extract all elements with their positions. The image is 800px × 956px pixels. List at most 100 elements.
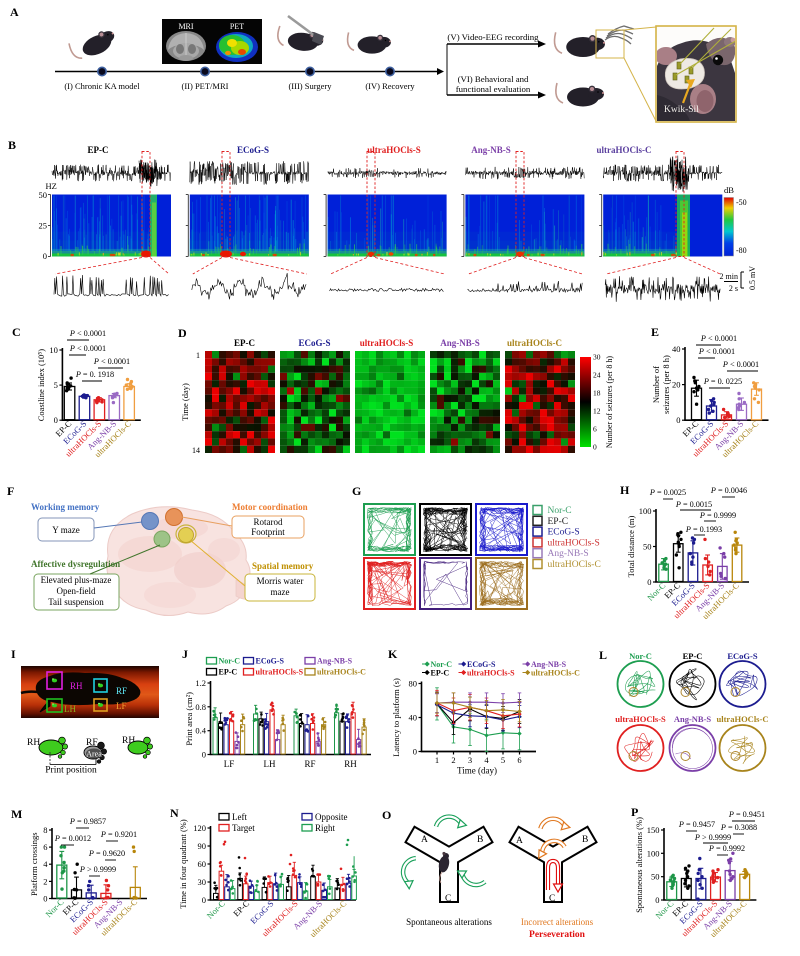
svg-text:Opposite: Opposite xyxy=(315,812,348,822)
svg-text:Print position: Print position xyxy=(45,766,97,776)
svg-text:4: 4 xyxy=(484,755,489,765)
svg-text:RH: RH xyxy=(122,736,135,746)
svg-text:(I) Chronic KA model: (I) Chronic KA model xyxy=(64,81,140,91)
svg-text:(V) Video-EEG recording: (V) Video-EEG recording xyxy=(447,32,539,42)
svg-text:P = 0.1993: P = 0.1993 xyxy=(685,525,722,534)
svg-text:RH: RH xyxy=(70,681,83,691)
svg-text:P = 0.9620: P = 0.9620 xyxy=(88,849,125,858)
svg-text:I: I xyxy=(11,647,16,661)
svg-text:RF: RF xyxy=(304,759,315,769)
svg-text:40: 40 xyxy=(409,713,418,723)
svg-text:P = 0.0012: P = 0.0012 xyxy=(54,834,91,843)
svg-text:ECoG-S: ECoG-S xyxy=(237,145,269,155)
svg-text:P < 0.0001: P < 0.0001 xyxy=(722,360,759,369)
svg-text:P > 0.9999: P > 0.9999 xyxy=(694,833,731,842)
svg-text:18: 18 xyxy=(593,389,601,398)
svg-text:ultraHOCls-S: ultraHOCls-S xyxy=(360,338,414,348)
svg-text:ultraHOCls-C: ultraHOCls-C xyxy=(317,668,366,677)
svg-text:P = 0.9201: P = 0.9201 xyxy=(100,830,137,839)
svg-text:G: G xyxy=(352,484,361,498)
svg-text:ultraHOCls-C: ultraHOCls-C xyxy=(531,669,580,678)
svg-text:1: 1 xyxy=(196,351,200,360)
svg-text:Morris water: Morris water xyxy=(257,576,304,586)
svg-text:N: N xyxy=(170,806,179,820)
svg-text:Spatial memory: Spatial memory xyxy=(252,561,314,571)
svg-text:Footprint: Footprint xyxy=(251,527,285,537)
svg-text:0: 0 xyxy=(43,251,47,261)
svg-text:RH: RH xyxy=(344,759,357,769)
svg-text:0: 0 xyxy=(202,750,206,760)
svg-text:150: 150 xyxy=(647,825,660,835)
svg-text:Ang-NB-S: Ang-NB-S xyxy=(471,145,511,155)
svg-text:0: 0 xyxy=(202,895,206,905)
svg-text:Ang-NB-S: Ang-NB-S xyxy=(548,549,589,559)
svg-text:ultraHOCls-C: ultraHOCls-C xyxy=(717,714,769,724)
svg-text:Latency to platform (s): Latency to platform (s) xyxy=(391,678,401,757)
svg-text:Time in four quadrant (%): Time in four quadrant (%) xyxy=(178,819,188,909)
svg-text:40: 40 xyxy=(672,344,681,354)
svg-text:0: 0 xyxy=(647,577,651,587)
svg-text:Nor-C: Nor-C xyxy=(431,660,453,669)
svg-text:Coastline index (10⁵): Coastline index (10⁵) xyxy=(36,349,46,422)
svg-text:F: F xyxy=(7,484,14,498)
svg-text:P = 0.9857: P = 0.9857 xyxy=(69,817,106,826)
svg-text:ultraHOCls-S: ultraHOCls-S xyxy=(548,538,600,548)
svg-text:Area: Area xyxy=(86,750,102,759)
svg-text:Nor-C: Nor-C xyxy=(205,898,228,921)
svg-text:0: 0 xyxy=(593,443,597,452)
svg-text:Open-field: Open-field xyxy=(57,586,96,596)
svg-text:ultraHOCls-S: ultraHOCls-S xyxy=(367,145,421,155)
svg-text:LH: LH xyxy=(64,704,76,714)
svg-text:ultraHOCls-S: ultraHOCls-S xyxy=(615,714,666,724)
svg-text:P = 0.0025: P = 0.0025 xyxy=(649,488,686,497)
svg-text:0: 0 xyxy=(655,895,659,905)
svg-text:functional evaluation: functional evaluation xyxy=(456,84,531,94)
svg-text:50: 50 xyxy=(643,542,652,552)
svg-text:C: C xyxy=(549,894,555,904)
svg-text:Number of: Number of xyxy=(651,366,661,403)
svg-text:Nor-C: Nor-C xyxy=(219,657,241,666)
svg-text:P = 0. 0225: P = 0. 0225 xyxy=(703,377,742,386)
svg-text:B: B xyxy=(477,835,483,845)
svg-text:6: 6 xyxy=(593,425,597,434)
svg-text:1: 1 xyxy=(435,755,439,765)
svg-text:P < 0.0001: P < 0.0001 xyxy=(93,357,130,366)
svg-text:Rotarod: Rotarod xyxy=(254,517,283,527)
svg-text:P = 0. 1918: P = 0. 1918 xyxy=(75,370,114,379)
svg-text:30: 30 xyxy=(593,353,601,362)
svg-text:24: 24 xyxy=(593,371,601,380)
svg-text:(VI) Behavioral and: (VI) Behavioral and xyxy=(458,74,529,84)
svg-text:Kwik-Sil: Kwik-Sil xyxy=(664,105,699,115)
svg-text:0.8: 0.8 xyxy=(195,702,206,712)
svg-text:(II) PET/MRI: (II) PET/MRI xyxy=(182,81,229,91)
svg-text:EP-C: EP-C xyxy=(231,898,251,918)
svg-text:ECoG-S: ECoG-S xyxy=(256,657,285,666)
svg-text:25: 25 xyxy=(39,221,48,231)
svg-text:Time (day): Time (day) xyxy=(457,766,497,776)
svg-text:8: 8 xyxy=(43,825,47,835)
svg-text:0: 0 xyxy=(43,894,47,904)
svg-text:1.2: 1.2 xyxy=(195,678,206,688)
svg-text:Left: Left xyxy=(232,812,247,822)
svg-text:Platform crossings: Platform crossings xyxy=(29,832,39,896)
svg-text:0: 0 xyxy=(413,747,417,757)
svg-text:0.4: 0.4 xyxy=(195,726,206,736)
svg-text:Time (day): Time (day) xyxy=(180,383,190,421)
svg-text:12: 12 xyxy=(593,407,601,416)
svg-text:A: A xyxy=(421,835,428,845)
svg-text:100: 100 xyxy=(647,848,660,858)
svg-text:Affective dysregulation: Affective dysregulation xyxy=(31,559,120,569)
svg-text:ultraHOCls-C: ultraHOCls-C xyxy=(507,338,562,348)
svg-text:EP-C: EP-C xyxy=(219,668,238,677)
svg-text:Tail suspension: Tail suspension xyxy=(48,597,104,607)
svg-text:Right: Right xyxy=(315,823,336,833)
svg-text:RH: RH xyxy=(27,738,40,748)
svg-text:P = 0.9999: P = 0.9999 xyxy=(699,511,736,520)
svg-text:2 s: 2 s xyxy=(729,284,738,293)
svg-text:5: 5 xyxy=(501,755,505,765)
svg-text:Incorrect alterations: Incorrect alterations xyxy=(521,917,594,927)
svg-text:P = 0.0046: P = 0.0046 xyxy=(710,486,747,495)
svg-text:P < 0.0001: P < 0.0001 xyxy=(69,329,106,338)
svg-text:MRI: MRI xyxy=(178,22,193,31)
svg-text:LF: LF xyxy=(224,759,235,769)
